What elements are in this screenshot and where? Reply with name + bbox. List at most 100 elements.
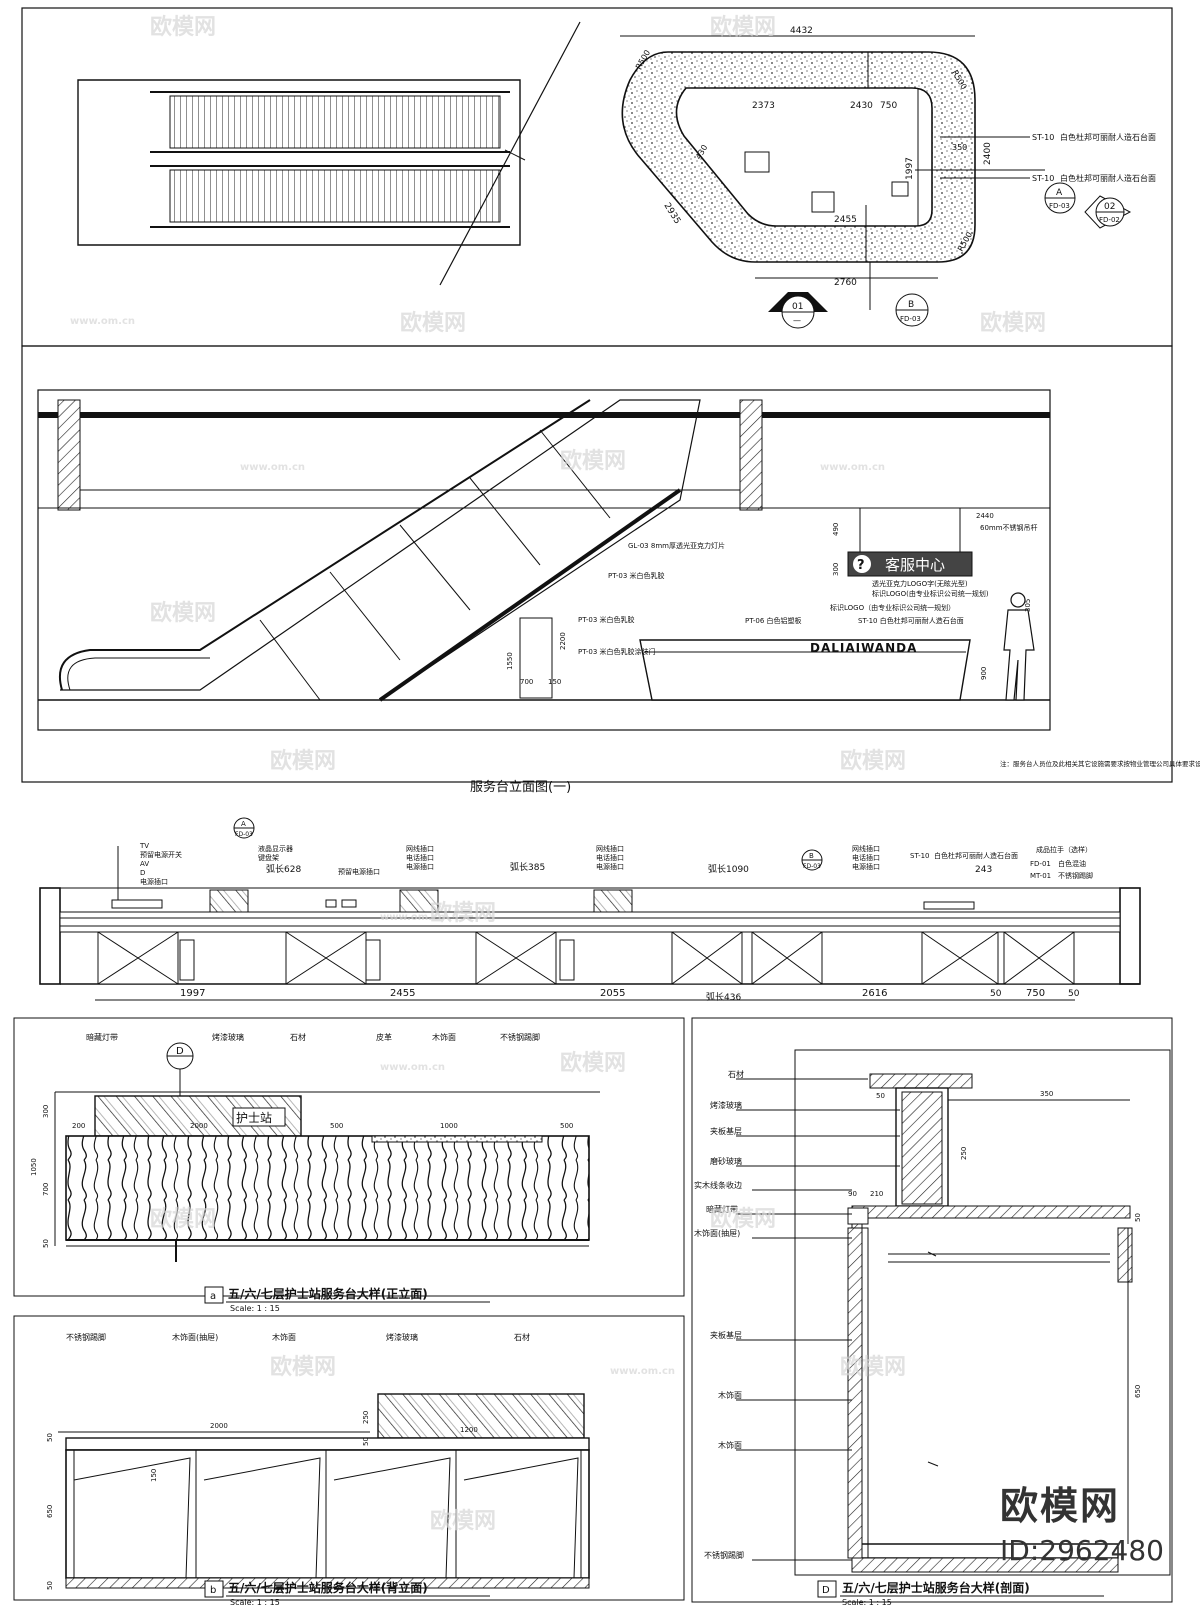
svg-text:A: A — [1056, 188, 1063, 198]
svg-text:预留电源开关: 预留电源开关 — [140, 850, 182, 859]
svg-text:1000: 1000 — [440, 1122, 458, 1130]
svg-text:FD-03: FD-03 — [803, 863, 821, 870]
svg-text:烤漆玻璃: 烤漆玻璃 — [386, 1332, 418, 1342]
plan-callout-1-text: 白色杜邦可丽耐人造石台面 — [1060, 132, 1156, 142]
svg-text:2055: 2055 — [600, 988, 625, 999]
svg-text:电源插口: 电源插口 — [406, 862, 434, 871]
svg-text:电源插口: 电源插口 — [140, 877, 168, 886]
svg-text:不锈钢踢脚: 不锈钢踢脚 — [66, 1332, 106, 1342]
person-figure — [1003, 592, 1035, 701]
svg-text:—: — — [793, 316, 801, 325]
svg-text:50: 50 — [1134, 1213, 1142, 1222]
service-sign: ? 客服中心 — [847, 508, 973, 577]
svg-text:石材: 石材 — [290, 1032, 306, 1042]
svg-text:FD-03: FD-03 — [1049, 202, 1070, 210]
svg-text:www.om.cn: www.om.cn — [380, 1062, 445, 1073]
plan-dim-2935: 2935 — [661, 201, 682, 226]
svg-text:1997: 1997 — [180, 988, 205, 999]
svg-text:243: 243 — [975, 865, 992, 875]
svg-text:欧模网: 欧模网 — [840, 748, 906, 774]
svg-text:700: 700 — [520, 678, 533, 686]
svg-text:欧模网: 欧模网 — [840, 1354, 906, 1380]
frame-elevation — [21, 345, 1173, 783]
svg-text:电话插口: 电话插口 — [852, 853, 880, 862]
svg-text:650: 650 — [1134, 1385, 1142, 1398]
svg-text:www.om.cn: www.om.cn — [240, 462, 305, 473]
plan-dim-2430: 2430 — [850, 101, 873, 111]
svg-text:标识LOGO(由专业标识公司统一规划): 标识LOGO(由专业标识公司统一规划) — [872, 589, 989, 598]
svg-text:FD-03: FD-03 — [235, 831, 253, 838]
brand-id: ID:2962480 — [1000, 1534, 1164, 1567]
svg-text:2455: 2455 — [390, 988, 415, 999]
counter-text: DALIAIWANDA — [810, 641, 917, 655]
svg-text:D: D — [176, 1046, 184, 1057]
svg-text:1200: 1200 — [460, 1426, 478, 1434]
svg-text:B: B — [809, 852, 814, 860]
svg-text:石材: 石材 — [514, 1332, 530, 1342]
svg-text:2616: 2616 — [862, 988, 887, 999]
svg-text:木饰面: 木饰面 — [718, 1440, 742, 1450]
elevation-frame — [37, 389, 1051, 731]
svg-text:暗藏灯带: 暗藏灯带 — [706, 1204, 738, 1214]
svg-text:白色混油: 白色混油 — [1058, 859, 1086, 868]
sign-text: 客服中心 — [885, 556, 945, 574]
svg-text:D: D — [140, 869, 145, 877]
svg-text:欧模网: 欧模网 — [270, 1354, 336, 1380]
svg-text:键盘架: 键盘架 — [258, 853, 279, 862]
svg-text:www.om.cn: www.om.cn — [820, 462, 885, 473]
svg-text:50: 50 — [1068, 989, 1080, 999]
svg-text:200: 200 — [72, 1122, 85, 1130]
svg-text:木饰面(抽屉): 木饰面(抽屉) — [172, 1332, 218, 1342]
svg-text:50: 50 — [46, 1581, 54, 1590]
svg-text:2000: 2000 — [190, 1122, 208, 1130]
counter-plan — [621, 51, 1045, 310]
svg-text:02: 02 — [1104, 202, 1115, 212]
panel-a-marker-d: D — [166, 1042, 194, 1096]
svg-text:AV: AV — [140, 860, 149, 868]
svg-text:D: D — [822, 1585, 830, 1596]
brand-logo: 欧模网 ID:2962480 — [1000, 1475, 1164, 1567]
svg-text:夹板基层: 夹板基层 — [710, 1126, 742, 1136]
plan-callout-2-code: ST-10 — [1032, 174, 1054, 183]
svg-text:白色杜邦可丽耐人造石台面: 白色杜邦可丽耐人造石台面 — [934, 851, 1018, 860]
svg-text:不锈钢踢脚: 不锈钢踢脚 — [704, 1550, 744, 1560]
svg-text:弧长385: 弧长385 — [510, 861, 545, 873]
panel-b-frame — [13, 1315, 685, 1601]
svg-text:A: A — [241, 820, 246, 828]
plan-dim-top: 4432 — [790, 26, 813, 36]
svg-text:FD-03: FD-03 — [900, 315, 921, 323]
svg-text:500: 500 — [560, 1122, 573, 1130]
strip-cabinets — [97, 931, 1075, 985]
svg-text:500: 500 — [330, 1122, 343, 1130]
svg-text:木饰面: 木饰面 — [272, 1332, 296, 1342]
svg-text:b: b — [210, 1585, 216, 1596]
strip-marker-b: B FD-03 — [801, 849, 823, 871]
svg-text:PT-03 米白色乳胶: PT-03 米白色乳胶 — [578, 615, 635, 624]
svg-text:网线插口: 网线插口 — [852, 844, 880, 853]
panel-a-sign-text: 护士站 — [236, 1111, 272, 1125]
panel-d-section — [847, 1073, 1133, 1573]
svg-text:350: 350 — [1040, 1090, 1053, 1098]
svg-text:01: 01 — [792, 302, 803, 312]
panel-a-frame — [13, 1017, 685, 1297]
watermarks: 欧模网 欧模网 欧模网 欧模网 欧模网 欧模网 欧模网 欧模网 欧模网 欧模网 … — [70, 14, 1046, 1534]
svg-text:欧模网: 欧模网 — [560, 448, 626, 474]
svg-text:预留电源插口: 预留电源插口 — [338, 867, 380, 876]
plan-marker-a: A FD-03 — [1044, 182, 1076, 214]
svg-text:FD-01: FD-01 — [1030, 860, 1051, 868]
panel-a-labels: 暗藏灯带 烤漆玻璃 石材 皮革 木饰面 不锈钢踢脚 — [86, 1032, 540, 1042]
plan-marker-01: 01 — — [768, 292, 828, 329]
service-counter-elevation: DALIAIWANDA — [639, 639, 971, 701]
panel-b-dims: 2000 1200 150 650 250 50 50 50 — [46, 1411, 478, 1590]
strip-dims: 1997 2455 2055 弧长436 2616 50 750 50 — [95, 988, 1080, 1003]
svg-text:弧长1090: 弧长1090 — [708, 863, 749, 875]
svg-text:TV: TV — [139, 842, 149, 850]
elevation-title: 服务台立面图(一) — [470, 779, 571, 795]
panel-d-title-block: D 五/六/七层护士站服务台大样(剖面) Scale: 1 : 15 — [817, 1580, 1104, 1607]
panel-a-drawing: 护士站 — [65, 1095, 590, 1262]
svg-text:网线插口: 网线插口 — [406, 844, 434, 853]
svg-text:FD-02: FD-02 — [1099, 216, 1120, 224]
escalator-plan — [77, 79, 526, 246]
panel-d-frame — [691, 1017, 1173, 1603]
svg-text:皮革: 皮革 — [376, 1032, 392, 1042]
